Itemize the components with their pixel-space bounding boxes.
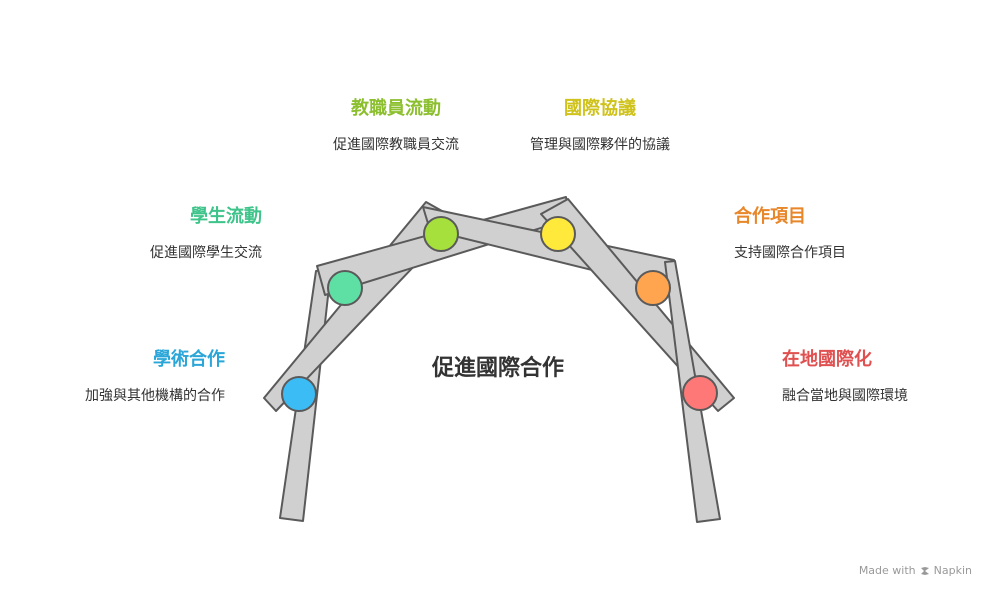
title-local: 在地國際化: [782, 349, 872, 370]
node-local: [682, 375, 718, 411]
desc-faculty: 促進國際教職員交流: [333, 137, 459, 153]
title-projects: 合作項目: [734, 206, 806, 227]
footer-brand: Napkin: [933, 564, 972, 577]
footer-watermark: Made with Napkin: [859, 564, 972, 577]
node-academic: [281, 376, 317, 412]
label-student: 學生流動 促進國際學生交流: [40, 205, 262, 263]
title-faculty: 教職員流動: [351, 98, 441, 119]
node-agreement: [540, 216, 576, 252]
title-academic: 學術合作: [153, 349, 225, 370]
label-projects: 合作項目 支持國際合作項目: [734, 205, 974, 263]
node-student: [327, 270, 363, 306]
footer-made-with: Made with: [858, 564, 916, 577]
center-title: 促進國際合作: [431, 356, 564, 381]
desc-student: 促進國際學生交流: [150, 245, 262, 261]
label-local: 在地國際化 融合當地與國際環境: [782, 348, 982, 406]
title-student: 學生流動: [190, 206, 262, 227]
label-agreement: 國際協議 管理與國際夥伴的協議: [500, 97, 700, 155]
napkin-logo-icon: [920, 566, 929, 575]
node-projects: [635, 270, 671, 306]
node-faculty: [423, 216, 459, 252]
label-academic: 學術合作 加強與其他機構的合作: [40, 348, 225, 406]
desc-agreement: 管理與國際夥伴的協議: [530, 137, 670, 153]
label-faculty: 教職員流動 促進國際教職員交流: [296, 97, 496, 155]
arch-nodes: [281, 216, 718, 412]
desc-local: 融合當地與國際環境: [782, 388, 908, 404]
desc-academic: 加強與其他機構的合作: [85, 388, 225, 404]
desc-projects: 支持國際合作項目: [734, 245, 846, 261]
title-agreement: 國際協議: [564, 98, 636, 119]
